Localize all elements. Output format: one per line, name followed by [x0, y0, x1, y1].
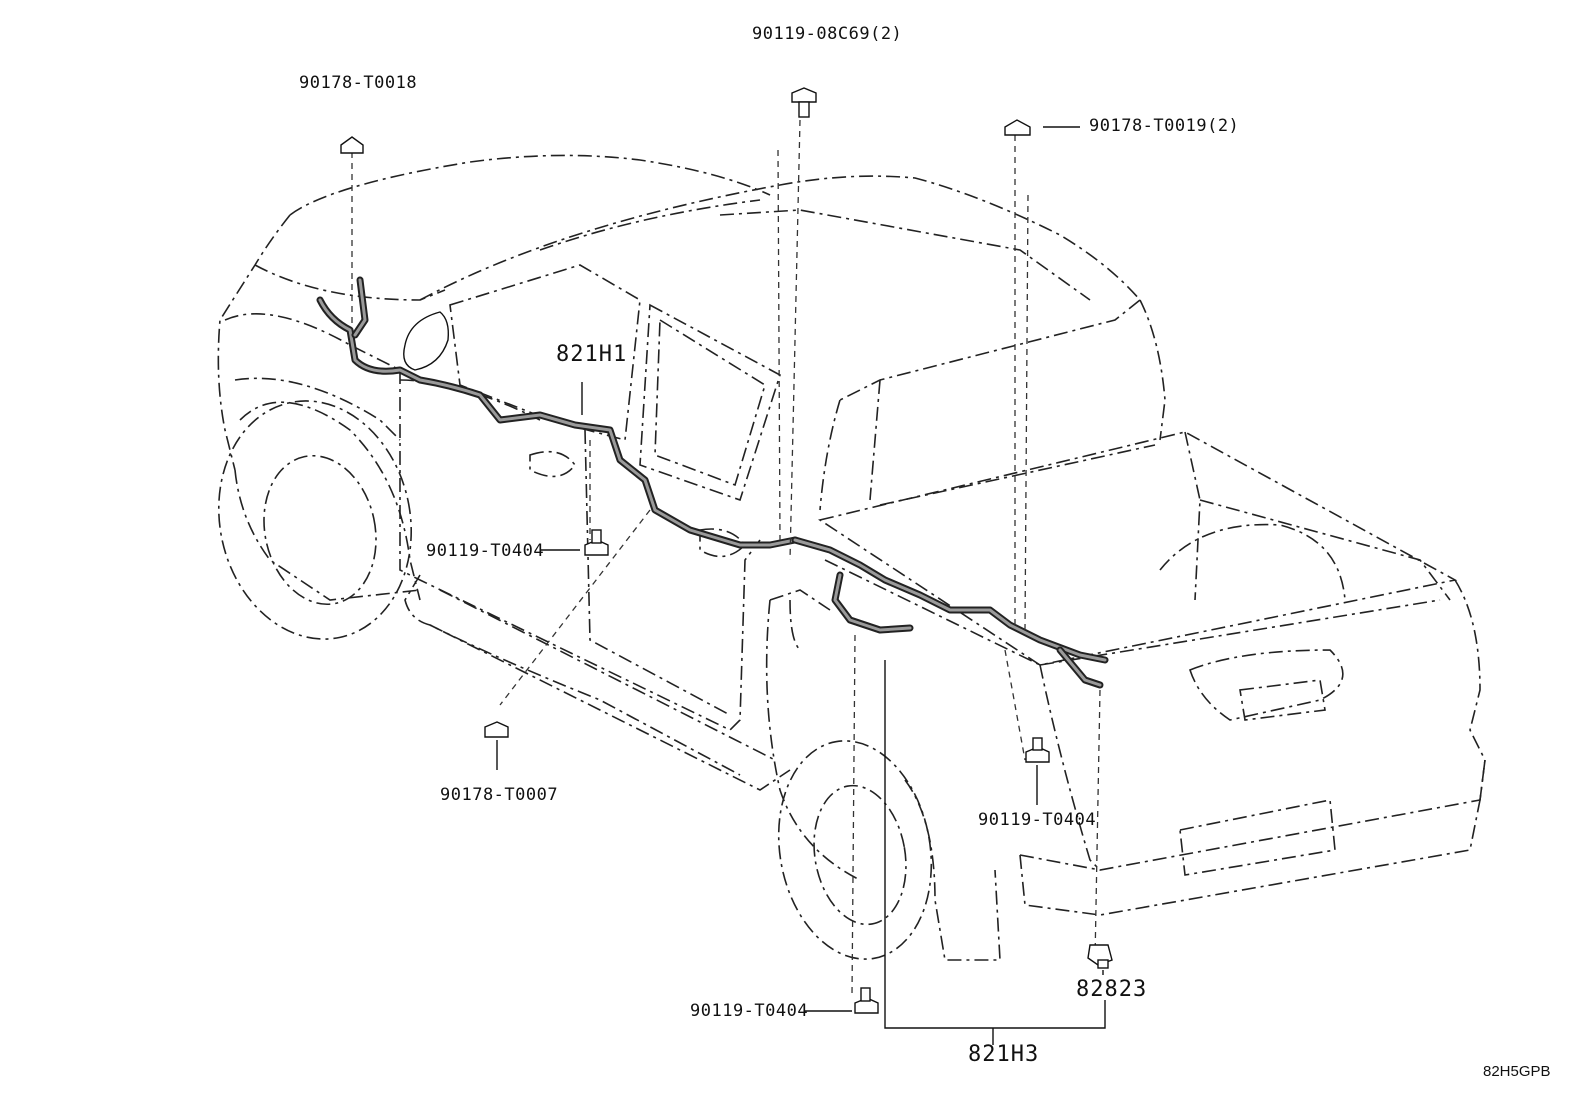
part-label-90119-08c69: 90119-08C69(2) [752, 24, 903, 44]
part-label-82823: 82823 [1076, 977, 1148, 1002]
label-leader-lines [496, 126, 1106, 1045]
part-label-90119-t0404-bed: 90119-T0404 [978, 810, 1097, 830]
illustration-code: 82H5GPB [1483, 1063, 1551, 1080]
fastener-leader-lines [351, 119, 1101, 996]
side-mirror-outline [403, 311, 450, 371]
part-label-90119-t0404-lower: 90119-T0404 [690, 1001, 809, 1021]
harness-821h1-route [316, 276, 799, 549]
part-label-90178-t0019: 90178-T0019(2) [1089, 116, 1240, 136]
part-label-90178-t0018: 90178-T0018 [299, 73, 418, 93]
harness-821h3-route [791, 536, 1109, 689]
fastener-bolt-icon [340, 87, 1113, 1014]
part-label-90119-t0404-door: 90119-T0404 [426, 541, 545, 561]
part-label-821h3: 821H3 [968, 1042, 1040, 1067]
vehicle-body-outline [217, 154, 1486, 961]
part-label-90178-t0007: 90178-T0007 [440, 785, 559, 805]
part-label-821h1: 821H1 [556, 342, 628, 367]
